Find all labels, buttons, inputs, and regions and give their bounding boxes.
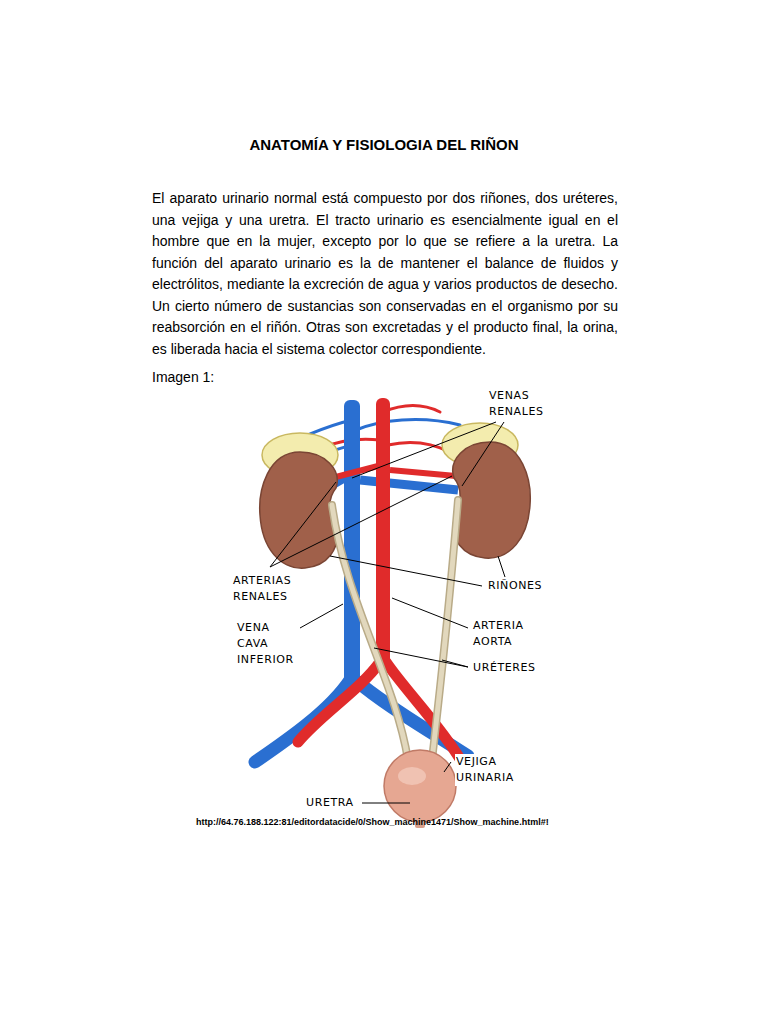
iliac-vein (255, 680, 350, 762)
leader-lines (270, 422, 505, 803)
page-title: ANATOMÍA Y FISIOLOGIA DEL RIÑON (0, 136, 768, 154)
leader-line (270, 476, 452, 567)
leader-line (444, 762, 451, 772)
kidney (260, 452, 337, 568)
leader-line (270, 482, 336, 567)
leader-line (352, 422, 496, 478)
part-label: VENA CAVA INFERIOR (236, 620, 295, 668)
leader-line (462, 422, 504, 486)
part-label: URETRA (305, 795, 355, 811)
vein-branch (356, 420, 460, 430)
body-paragraph: El aparato urinario normal está compuest… (152, 188, 618, 360)
leader-line (362, 803, 410, 804)
bladder-highlight (398, 767, 426, 785)
part-label: URÉTERES (472, 660, 537, 676)
bladder (384, 750, 456, 822)
renal-vein (360, 480, 458, 490)
part-label: VENAS RENALES (488, 388, 545, 420)
renal-artery (390, 470, 456, 476)
leader-line (392, 598, 468, 628)
artery-branch (383, 406, 440, 412)
leader-line (300, 604, 343, 628)
kidney (453, 442, 530, 558)
part-label: ARTERIAS RENALES (232, 573, 292, 605)
figure-label: Imagen 1: (152, 368, 214, 386)
leader-line (374, 648, 468, 667)
ureter-outline (332, 505, 408, 760)
ureters (332, 500, 458, 760)
iliac-artery (298, 662, 380, 742)
part-label: ARTERIA AORTA (472, 618, 525, 650)
part-label: VEJIGA URINARIA (455, 754, 515, 786)
vena-cava-inferior (344, 400, 360, 684)
image-source-url: http://64.76.188.122:81/editordatacide/0… (196, 816, 549, 828)
part-label: RIÑONES (487, 578, 543, 594)
leader-line (498, 556, 505, 577)
ureter (432, 500, 458, 760)
renal-artery (332, 466, 378, 478)
ureter (332, 505, 408, 760)
ureter-outline (432, 500, 458, 760)
aorta (376, 398, 390, 668)
leader-line (330, 556, 482, 586)
